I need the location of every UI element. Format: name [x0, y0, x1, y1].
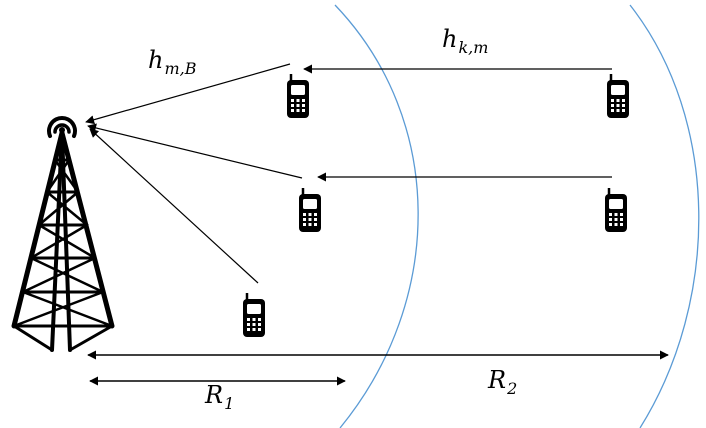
mobile-phone-icon [285, 72, 311, 120]
mobile-phone-icon [241, 291, 267, 339]
channel-label-h-k-m: hk,m [442, 27, 488, 56]
radius-label-r1: R1 [205, 383, 234, 412]
mobile-phone-icon [297, 186, 323, 234]
inner-boundary-arc [334, 4, 419, 428]
cell-tower-icon [11, 116, 115, 352]
outer-boundary-arc [629, 4, 700, 428]
mobile-phone-icon [603, 186, 629, 234]
label-main: h [442, 25, 458, 53]
label-subscript: m,B [164, 59, 197, 78]
channel-label-h-m-b: hm,B [148, 48, 196, 77]
label-main: h [148, 46, 164, 74]
label-subscript: k,m [458, 38, 489, 57]
label-main: R [205, 381, 224, 409]
label-subscript: 2 [507, 379, 518, 398]
mobile-phone-icon [605, 72, 631, 120]
label-subscript: 1 [224, 394, 235, 413]
radius-label-r2: R2 [488, 368, 517, 397]
link-lower-user-to-bs [89, 128, 259, 284]
link-upper-user-to-bs [85, 63, 291, 125]
label-main: R [488, 366, 507, 394]
link-middle-user-to-bs [87, 123, 303, 179]
